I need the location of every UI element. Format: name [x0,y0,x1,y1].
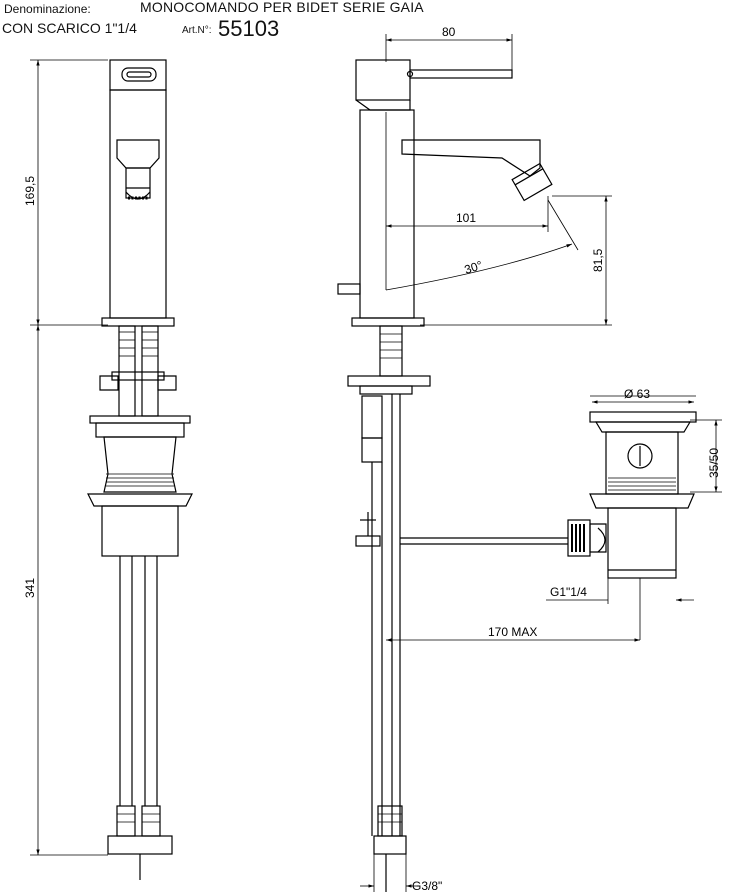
article-label: Art.N°: [182,25,212,36]
drain-view [386,395,722,642]
product-subtitle: CON SCARICO 1"1/4 [2,20,137,36]
denomination-label: Denominazione: [4,2,91,16]
dim-spout-length: 80 [442,25,456,39]
dim-drain-diameter-label: Ø 63 [624,387,650,401]
dim-drain-thread-label: G1"1/4 [550,585,587,599]
dim-total-height-label: 341 [23,578,37,598]
dim-body-height [30,59,108,856]
side-view [337,34,612,892]
dim-drain-height-label: 35/50 [707,448,721,478]
dim-reach-label: 101 [456,211,476,225]
product-title: MONOCOMANDO PER BIDET SERIE GAIA [140,0,424,15]
article-number: 55103 [218,16,280,41]
dim-hose-thread-label: G3/8" [412,879,442,893]
dim-jet-height-label: 81,5 [591,248,605,272]
dim-body-height-label: 169,5 [23,176,37,206]
dim-angle-label: 30° [463,258,485,277]
dim-rod-max-label: 170 MAX [488,625,537,639]
front-view [30,59,193,880]
